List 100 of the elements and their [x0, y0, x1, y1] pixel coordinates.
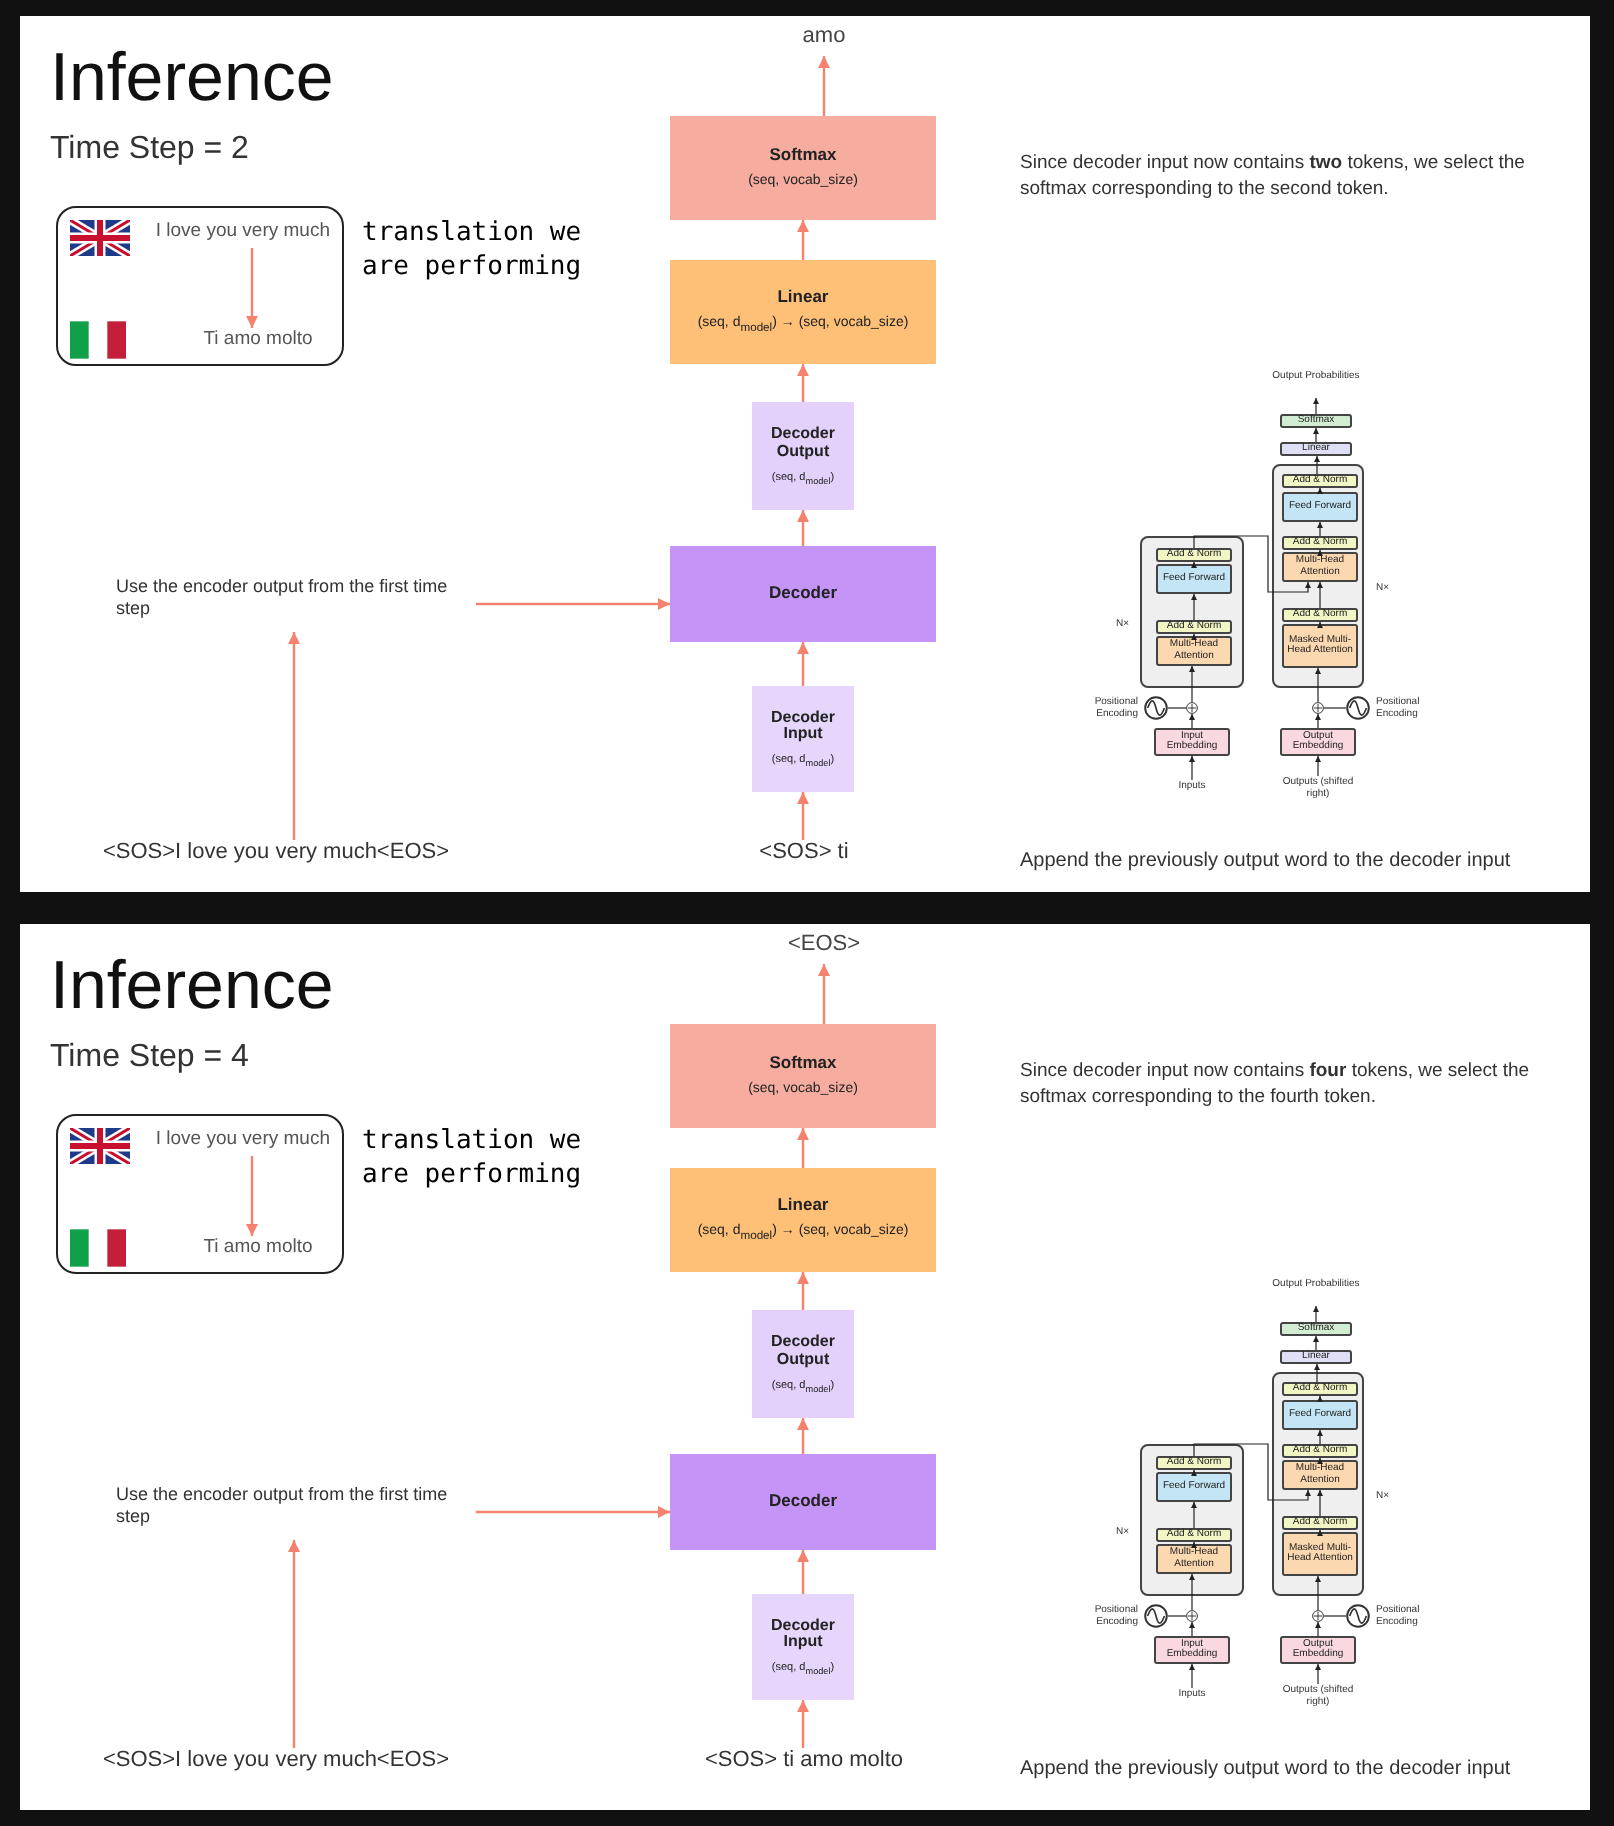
input-tokens: <SOS> ti amo molto: [664, 1748, 944, 1780]
arrow: [1189, 1573, 1195, 1611]
arrow: [1189, 755, 1195, 781]
arrow: [246, 248, 258, 328]
softmax-layer-box: [670, 1024, 936, 1128]
add-norm-box: [1282, 1516, 1358, 1530]
arrow: [1317, 1529, 1323, 1536]
add-norm-box: [1282, 608, 1358, 622]
arrow: [1314, 1363, 1320, 1383]
connector-line: [1167, 1615, 1187, 1617]
layer-title: Decoder: [768, 584, 837, 604]
arrow: [1315, 1575, 1321, 1611]
add-norm-box: [1156, 620, 1232, 634]
decoder-box: [670, 1454, 936, 1550]
add-norm-box: [1282, 474, 1358, 488]
softmax-layer-box: [1280, 414, 1352, 428]
annotation-text: Use the encoder output from the first time step: [116, 576, 476, 632]
arrow: [1317, 1429, 1323, 1445]
embedding-box: [1280, 1636, 1356, 1664]
arrow: [1317, 521, 1323, 537]
layer-title: Decoder Output: [768, 1334, 837, 1370]
arrow: [1313, 1305, 1319, 1323]
arrow: [288, 632, 300, 840]
decoder-box: [670, 546, 936, 642]
arrow: [1314, 455, 1320, 475]
slide-title: Inference: [50, 40, 334, 118]
arrow: [476, 598, 670, 610]
arrow: [1315, 755, 1321, 777]
linear-layer-box: [670, 1168, 936, 1272]
note-text: Since decoder input now contains two tokens, we select the softmax corresponding to the second token.: [1020, 152, 1527, 204]
arrow: [1191, 1469, 1197, 1476]
arrow: [246, 1156, 258, 1236]
linear-layer-box: [1280, 442, 1352, 456]
caption-text: Append the previously output word to the decoder input: [1020, 1756, 1513, 1783]
arrow: [1189, 713, 1195, 729]
target-sentence: Ti amo molto: [174, 1236, 342, 1264]
connector-line: [1323, 1615, 1347, 1617]
time-step-label: Time Step = 2: [50, 132, 249, 168]
slide-title: Inference: [50, 948, 334, 1026]
arrow: [797, 510, 809, 546]
arrow: [797, 220, 809, 260]
arrow: [1189, 1621, 1195, 1637]
arrow: [1317, 581, 1323, 609]
add-norm-box: [1282, 1444, 1358, 1458]
feed-forward-box: [1282, 492, 1358, 522]
arrow: [797, 1700, 809, 1748]
linear-layer-box: [1280, 1350, 1352, 1364]
add-norm-box: [1156, 548, 1232, 562]
annotation-text: Use the encoder output from the first time step: [116, 1484, 476, 1540]
decoder-output-box: [752, 402, 854, 510]
arrow: [1193, 1443, 1311, 1501]
plus-circle: [1186, 702, 1198, 714]
arrow: [1313, 397, 1319, 415]
arrow: [1315, 667, 1321, 703]
arrow: [1191, 1541, 1197, 1548]
arrow: [476, 1506, 670, 1518]
layer-title: Decoder Output: [768, 426, 837, 462]
arrow: [797, 642, 809, 686]
embedding-box: [1280, 728, 1356, 756]
layer-title: Decoder Input: [768, 1617, 837, 1653]
plus-circle: [1312, 1610, 1324, 1622]
arrow: [797, 1128, 809, 1168]
decoder-input-box: [752, 686, 854, 792]
arrow: [1191, 561, 1197, 568]
layer-title: Softmax: [769, 1053, 837, 1073]
plus-circle: [1186, 1610, 1198, 1622]
arrow: [1313, 427, 1319, 443]
arrow: [1317, 487, 1323, 494]
plus-circle: [1312, 702, 1324, 714]
linear-layer-box: [670, 260, 936, 364]
time-step-label: Time Step = 4: [50, 1040, 249, 1076]
feed-forward-box: [1156, 564, 1232, 594]
softmax-layer-box: [1280, 1322, 1352, 1336]
feed-forward-box: [1282, 1400, 1358, 1430]
layer-title: Decoder: [768, 1492, 837, 1512]
arrow: [288, 1540, 300, 1748]
arrow: [1315, 1621, 1321, 1637]
arrow: [1317, 549, 1323, 556]
attention-box: [1282, 1532, 1358, 1576]
output-token: amo: [744, 24, 904, 56]
arrow: [1189, 1663, 1195, 1689]
arrow: [818, 964, 830, 1024]
attention-box: [1282, 624, 1358, 668]
slide-panel: [20, 16, 1590, 892]
layer-title: Softmax: [769, 145, 837, 165]
decoder-output-box: [752, 1310, 854, 1418]
arrow: [1313, 1335, 1319, 1351]
embedding-box: [1154, 728, 1230, 756]
feed-forward-box: [1156, 1472, 1232, 1502]
arrow: [797, 1418, 809, 1454]
input-sentence: <SOS>I love you very much<EOS>: [80, 1748, 472, 1780]
decoder-input-box: [752, 1594, 854, 1700]
arrow: [1191, 593, 1197, 621]
arrow: [818, 56, 830, 116]
arrow: [1189, 665, 1195, 703]
arrow: [797, 1550, 809, 1594]
layer-title: Linear: [777, 287, 829, 307]
slide-panel: [20, 924, 1590, 1810]
embedding-box: [1154, 1636, 1230, 1664]
arrow: [797, 1272, 809, 1310]
